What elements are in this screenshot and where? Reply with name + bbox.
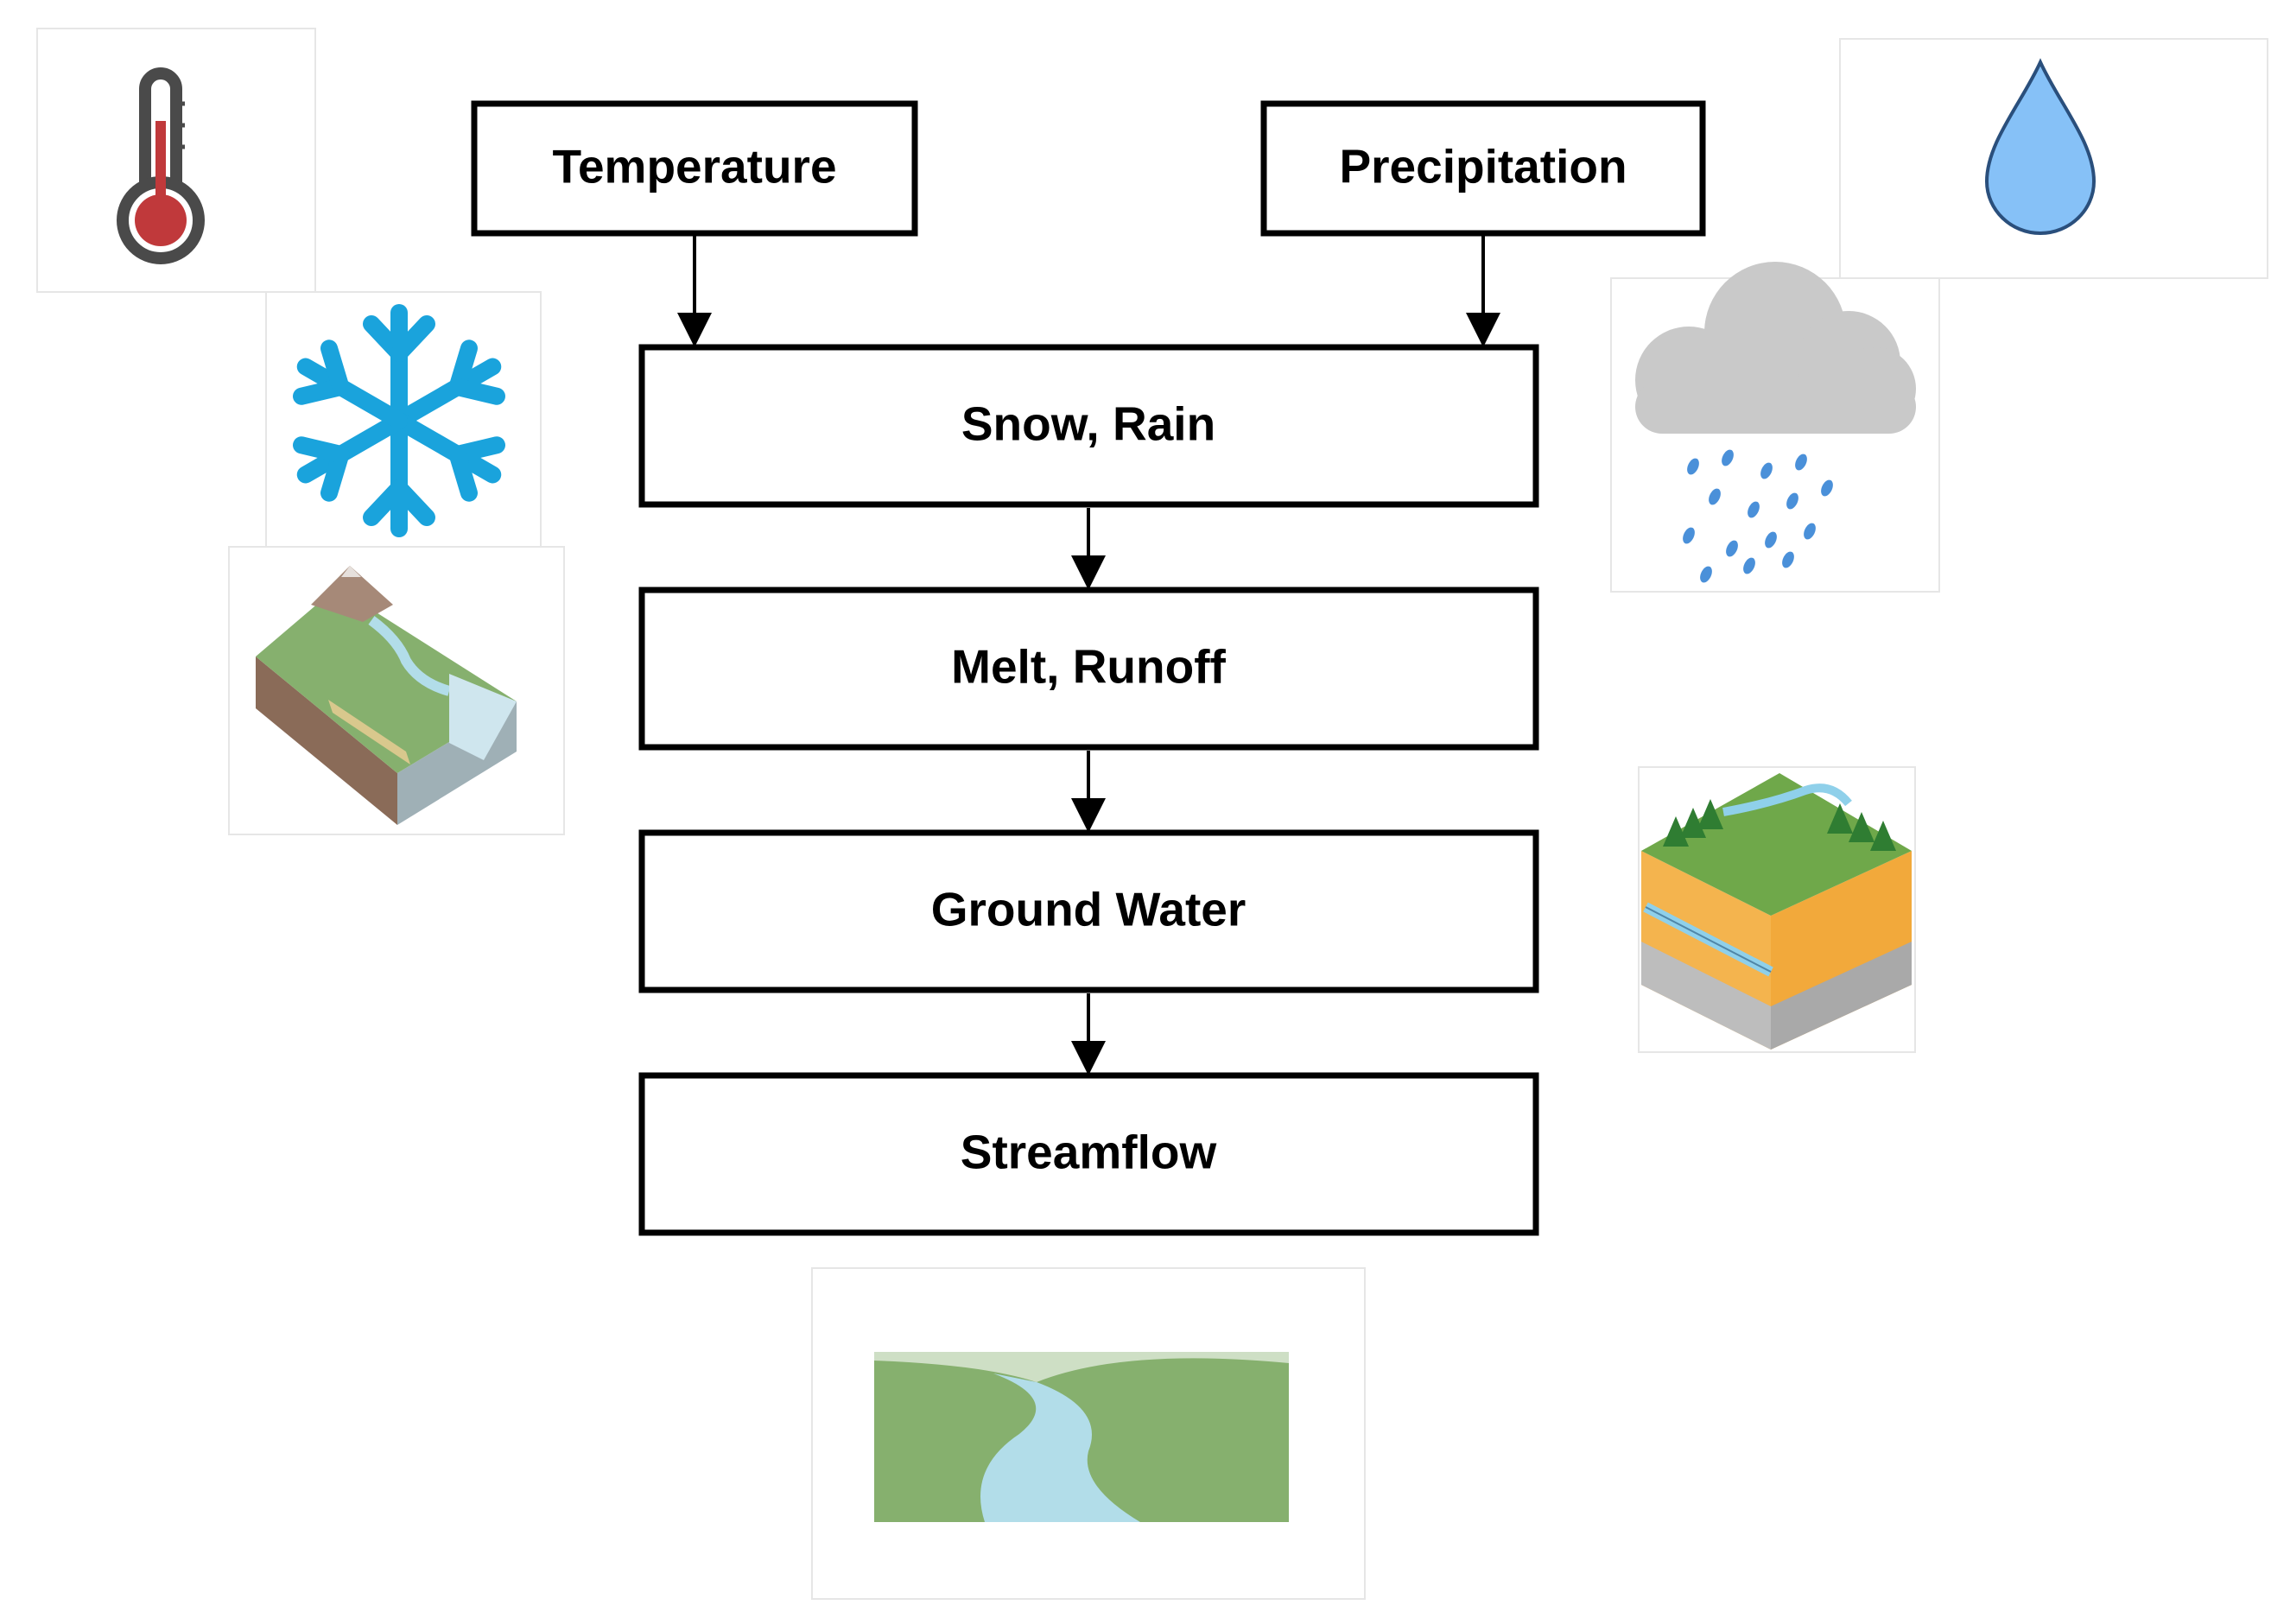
rain-cloud-icon (1610, 262, 1940, 593)
groundwater-block-icon (1638, 766, 1916, 1053)
ground-water-label: Ground Water (931, 883, 1246, 936)
raindrops-icon (1683, 449, 1833, 583)
mountain-landscape-icon (228, 546, 565, 835)
ground-water-box: Ground Water (638, 829, 1539, 993)
temperature-label: Temperature (552, 140, 836, 193)
snow-rain-box: Snow, Rain (638, 344, 1539, 508)
temperature-box: Temperature (471, 100, 918, 237)
melt-runoff-label: Melt, Runoff (951, 640, 1226, 694)
melt-runoff-box: Melt, Runoff (638, 587, 1539, 751)
streamflow-box: Streamflow (638, 1072, 1539, 1236)
precipitation-box: Precipitation (1260, 100, 1706, 237)
snowflake-icon (265, 291, 542, 548)
thermometer-icon (36, 28, 316, 293)
water-drop-icon (1839, 38, 2268, 279)
precipitation-label: Precipitation (1339, 140, 1627, 193)
streamflow-label: Streamflow (961, 1126, 1217, 1179)
river-landscape-icon (811, 1267, 1366, 1600)
snow-rain-label: Snow, Rain (961, 397, 1215, 451)
